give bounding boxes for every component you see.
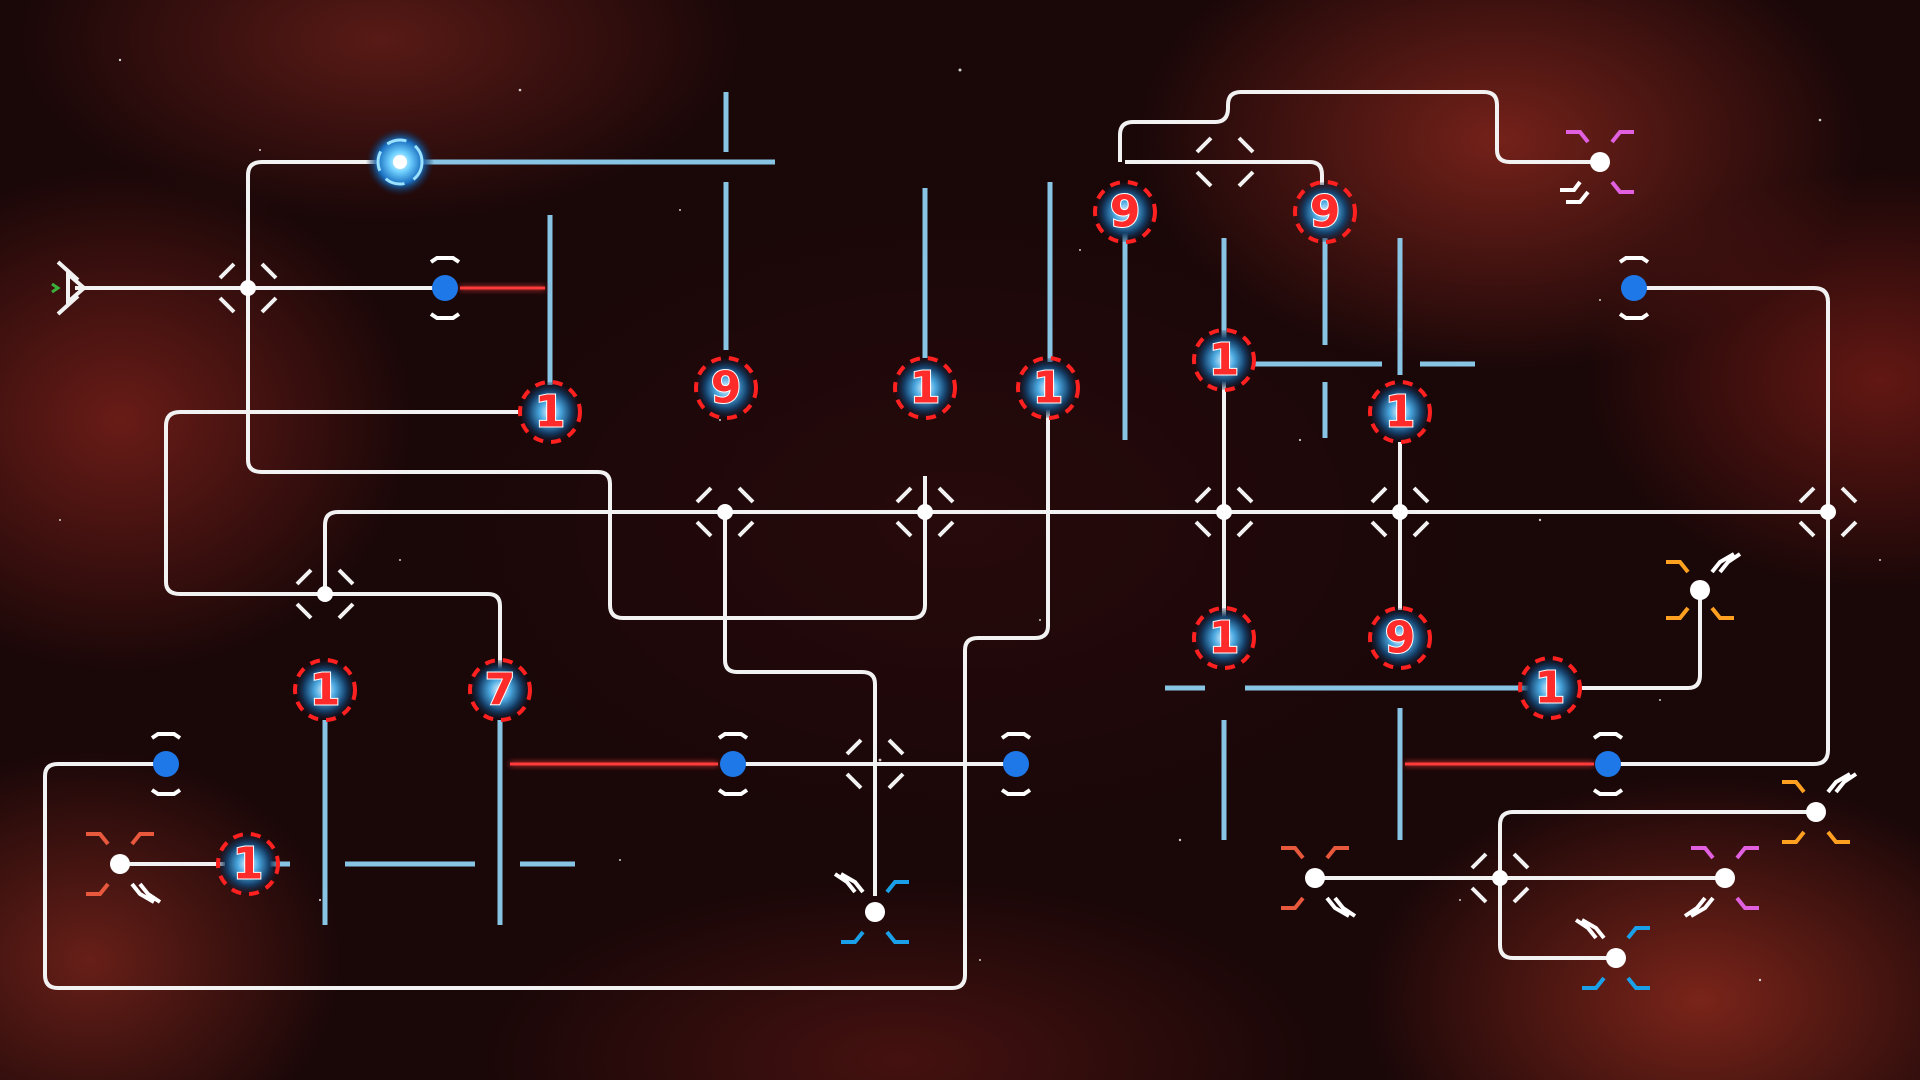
- target-bracket-icon: [833, 872, 909, 944]
- orb-dashed-ring: [1192, 606, 1256, 670]
- orb-count-label: 1: [1535, 663, 1566, 714]
- orb-glow: [696, 358, 756, 418]
- orb-dashed-ring: [468, 658, 532, 722]
- numbered-orb-orb-l[interactable]: 9: [1368, 606, 1432, 670]
- target-bracket-icon: [1560, 130, 1634, 204]
- emitter-node-icon[interactable]: [429, 256, 461, 320]
- numbered-orb-orb-a[interactable]: 1: [518, 380, 582, 444]
- orb-count-label: 1: [535, 387, 566, 438]
- junction-diamond-icon: [1798, 486, 1858, 538]
- orb-dashed-ring: [694, 356, 758, 420]
- junction-diamond-icon: [695, 486, 755, 538]
- numbered-orbs: 1 9 1 1 9 9 1 1 1 7 1 9 1 1: [216, 180, 1582, 896]
- orb-dashed-ring: [893, 356, 957, 420]
- target-bracket-icon: [1574, 918, 1650, 990]
- orb-glow: [1370, 608, 1430, 668]
- orb-glow: [1370, 382, 1430, 442]
- orb-glow: [295, 660, 355, 720]
- orb-glow: [1095, 182, 1155, 242]
- orb-dashed-ring: [1192, 328, 1256, 392]
- junction-diamond-icon: [895, 486, 955, 538]
- junction-diamond-icon: [1195, 136, 1255, 188]
- junction-diamond-icon: [295, 568, 355, 620]
- orb-glow: [895, 358, 955, 418]
- light-beams: [270, 92, 1530, 925]
- emitter-node-icon[interactable]: [1592, 732, 1624, 796]
- junction-diamond-icon: [1470, 852, 1530, 904]
- orb-count-label: 9: [1110, 187, 1141, 238]
- portal-swirl-icon: [366, 128, 434, 196]
- orb-count-label: 9: [1310, 187, 1341, 238]
- junction-diamond-icon: [1194, 486, 1254, 538]
- orb-dashed-ring: [1368, 380, 1432, 444]
- orb-count-label: 1: [233, 839, 264, 890]
- numbered-orb-orb-j[interactable]: 7: [468, 658, 532, 722]
- numbered-orb-orb-d[interactable]: 1: [1016, 356, 1080, 420]
- orb-dashed-ring: [216, 832, 280, 896]
- target-bracket-icon: [1281, 846, 1357, 918]
- orb-dashed-ring: [1518, 656, 1582, 720]
- emitter-node-icon[interactable]: [1618, 256, 1650, 320]
- target-bracket-icon: [1666, 552, 1742, 620]
- numbered-orb-orb-h[interactable]: 1: [1368, 380, 1432, 444]
- emitter-node-icon[interactable]: [1000, 732, 1032, 796]
- orb-dashed-ring: [1016, 356, 1080, 420]
- numbered-orb-orb-c[interactable]: 1: [893, 356, 957, 420]
- orb-count-label: 1: [1033, 363, 1064, 414]
- numbered-orb-orb-f[interactable]: 9: [1293, 180, 1357, 244]
- junctions: [218, 136, 1858, 904]
- emitter-node-icon[interactable]: [717, 732, 749, 796]
- orb-count-label: 9: [711, 363, 742, 414]
- numbered-orb-orb-e[interactable]: 9: [1093, 180, 1157, 244]
- orb-glow: [470, 660, 530, 720]
- emitter-nodes: [150, 256, 1650, 796]
- orb-dashed-ring: [1368, 606, 1432, 670]
- target-bracket-icon: [1683, 846, 1759, 918]
- emitter-node-icon[interactable]: [150, 732, 182, 796]
- orb-dashed-ring: [518, 380, 582, 444]
- orb-glow: [1194, 330, 1254, 390]
- junction-diamond-icon: [845, 738, 905, 790]
- target-bracket-icon: [1782, 772, 1858, 844]
- white-wires: [43, 90, 1830, 990]
- orb-count-label: 1: [310, 665, 341, 716]
- orb-glow: [1295, 182, 1355, 242]
- laser-beams: [460, 286, 1594, 766]
- orb-glow: [1194, 608, 1254, 668]
- numbered-orb-orb-b[interactable]: 9: [694, 356, 758, 420]
- orb-glow: [520, 382, 580, 442]
- numbered-orb-orb-k[interactable]: 1: [1192, 606, 1256, 670]
- junction-diamond-icon: [1370, 486, 1430, 538]
- orb-count-label: 1: [1209, 335, 1240, 386]
- orb-dashed-ring: [1293, 180, 1357, 244]
- orb-count-label: 9: [1385, 613, 1416, 664]
- orb-count-label: 1: [1209, 613, 1240, 664]
- numbered-orb-orb-n[interactable]: 1: [216, 832, 280, 896]
- orb-dashed-ring: [293, 658, 357, 722]
- orb-glow: [218, 834, 278, 894]
- numbered-orb-orb-m[interactable]: 1: [1518, 656, 1582, 720]
- orb-glow: [1018, 358, 1078, 418]
- junction-diamond-icon: [218, 262, 278, 314]
- start-arrow-icon[interactable]: [51, 260, 88, 316]
- orb-count-label: 1: [1385, 387, 1416, 438]
- numbered-orb-orb-g[interactable]: 1: [1192, 328, 1256, 392]
- target-bracket-icon: [86, 832, 162, 904]
- orb-count-label: 1: [910, 363, 941, 414]
- orb-dashed-ring: [1093, 180, 1157, 244]
- starfield: [59, 58, 1881, 982]
- orb-count-label: 7: [485, 665, 516, 716]
- targets: [86, 130, 1858, 990]
- orb-glow: [1520, 658, 1580, 718]
- numbered-orb-orb-i[interactable]: 1: [293, 658, 357, 722]
